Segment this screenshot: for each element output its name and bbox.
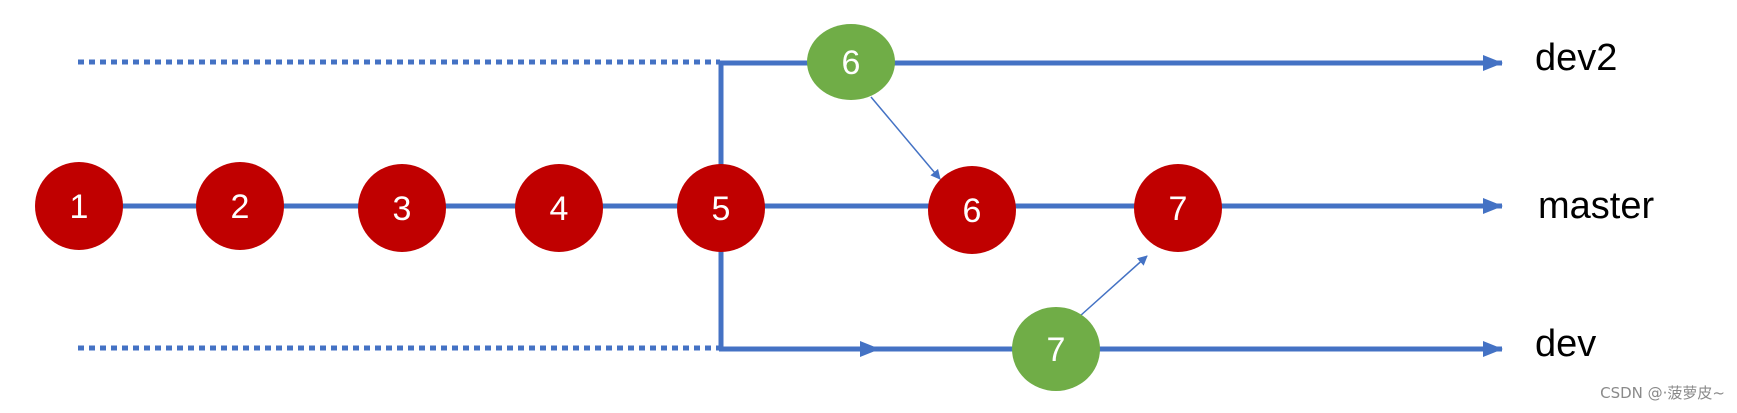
commit-circle <box>1012 307 1100 391</box>
commit-circle <box>196 162 284 250</box>
commit-circle <box>928 166 1016 254</box>
commit-circle <box>35 162 123 250</box>
commit-node-master-7: 7 <box>1134 164 1222 252</box>
commits-layer: 1 2 3 4 5 6 7 6 7 <box>35 24 1222 391</box>
commit-node-master-2: 2 <box>196 162 284 250</box>
watermark: CSDN @·菠萝皮~ <box>1600 384 1725 402</box>
merge-arrow-dev-7-to-master-7 <box>1079 255 1148 317</box>
merge-arrow-dev2-6-to-master-6 <box>870 96 941 180</box>
commit-node-master-5: 5 <box>677 164 765 252</box>
commit-label: 7 <box>1047 331 1066 369</box>
dev-direction-arrow <box>860 341 880 357</box>
commit-label: 7 <box>1169 190 1188 228</box>
branch-label-dev: dev <box>1535 323 1596 365</box>
commit-node-dev2-6: 6 <box>807 24 895 100</box>
commit-circle <box>515 164 603 252</box>
commit-node-master-3: 3 <box>358 164 446 252</box>
branch-label-dev2: dev2 <box>1535 37 1617 79</box>
commit-circle <box>807 24 895 100</box>
commit-circle <box>1134 164 1222 252</box>
commit-node-master-6: 6 <box>928 166 1016 254</box>
commit-label: 4 <box>550 190 569 228</box>
commit-node-dev-7: 7 <box>1012 307 1100 391</box>
commit-label: 6 <box>842 44 861 82</box>
commit-label: 2 <box>231 188 250 226</box>
commit-label: 5 <box>712 190 731 228</box>
commit-circle <box>358 164 446 252</box>
commit-node-master-4: 4 <box>515 164 603 252</box>
commit-label: 1 <box>70 188 89 226</box>
commit-label: 3 <box>393 190 412 228</box>
commit-label: 6 <box>963 192 982 230</box>
branch-label-master: master <box>1538 185 1654 227</box>
commit-node-master-1: 1 <box>35 162 123 250</box>
commit-circle <box>677 164 765 252</box>
